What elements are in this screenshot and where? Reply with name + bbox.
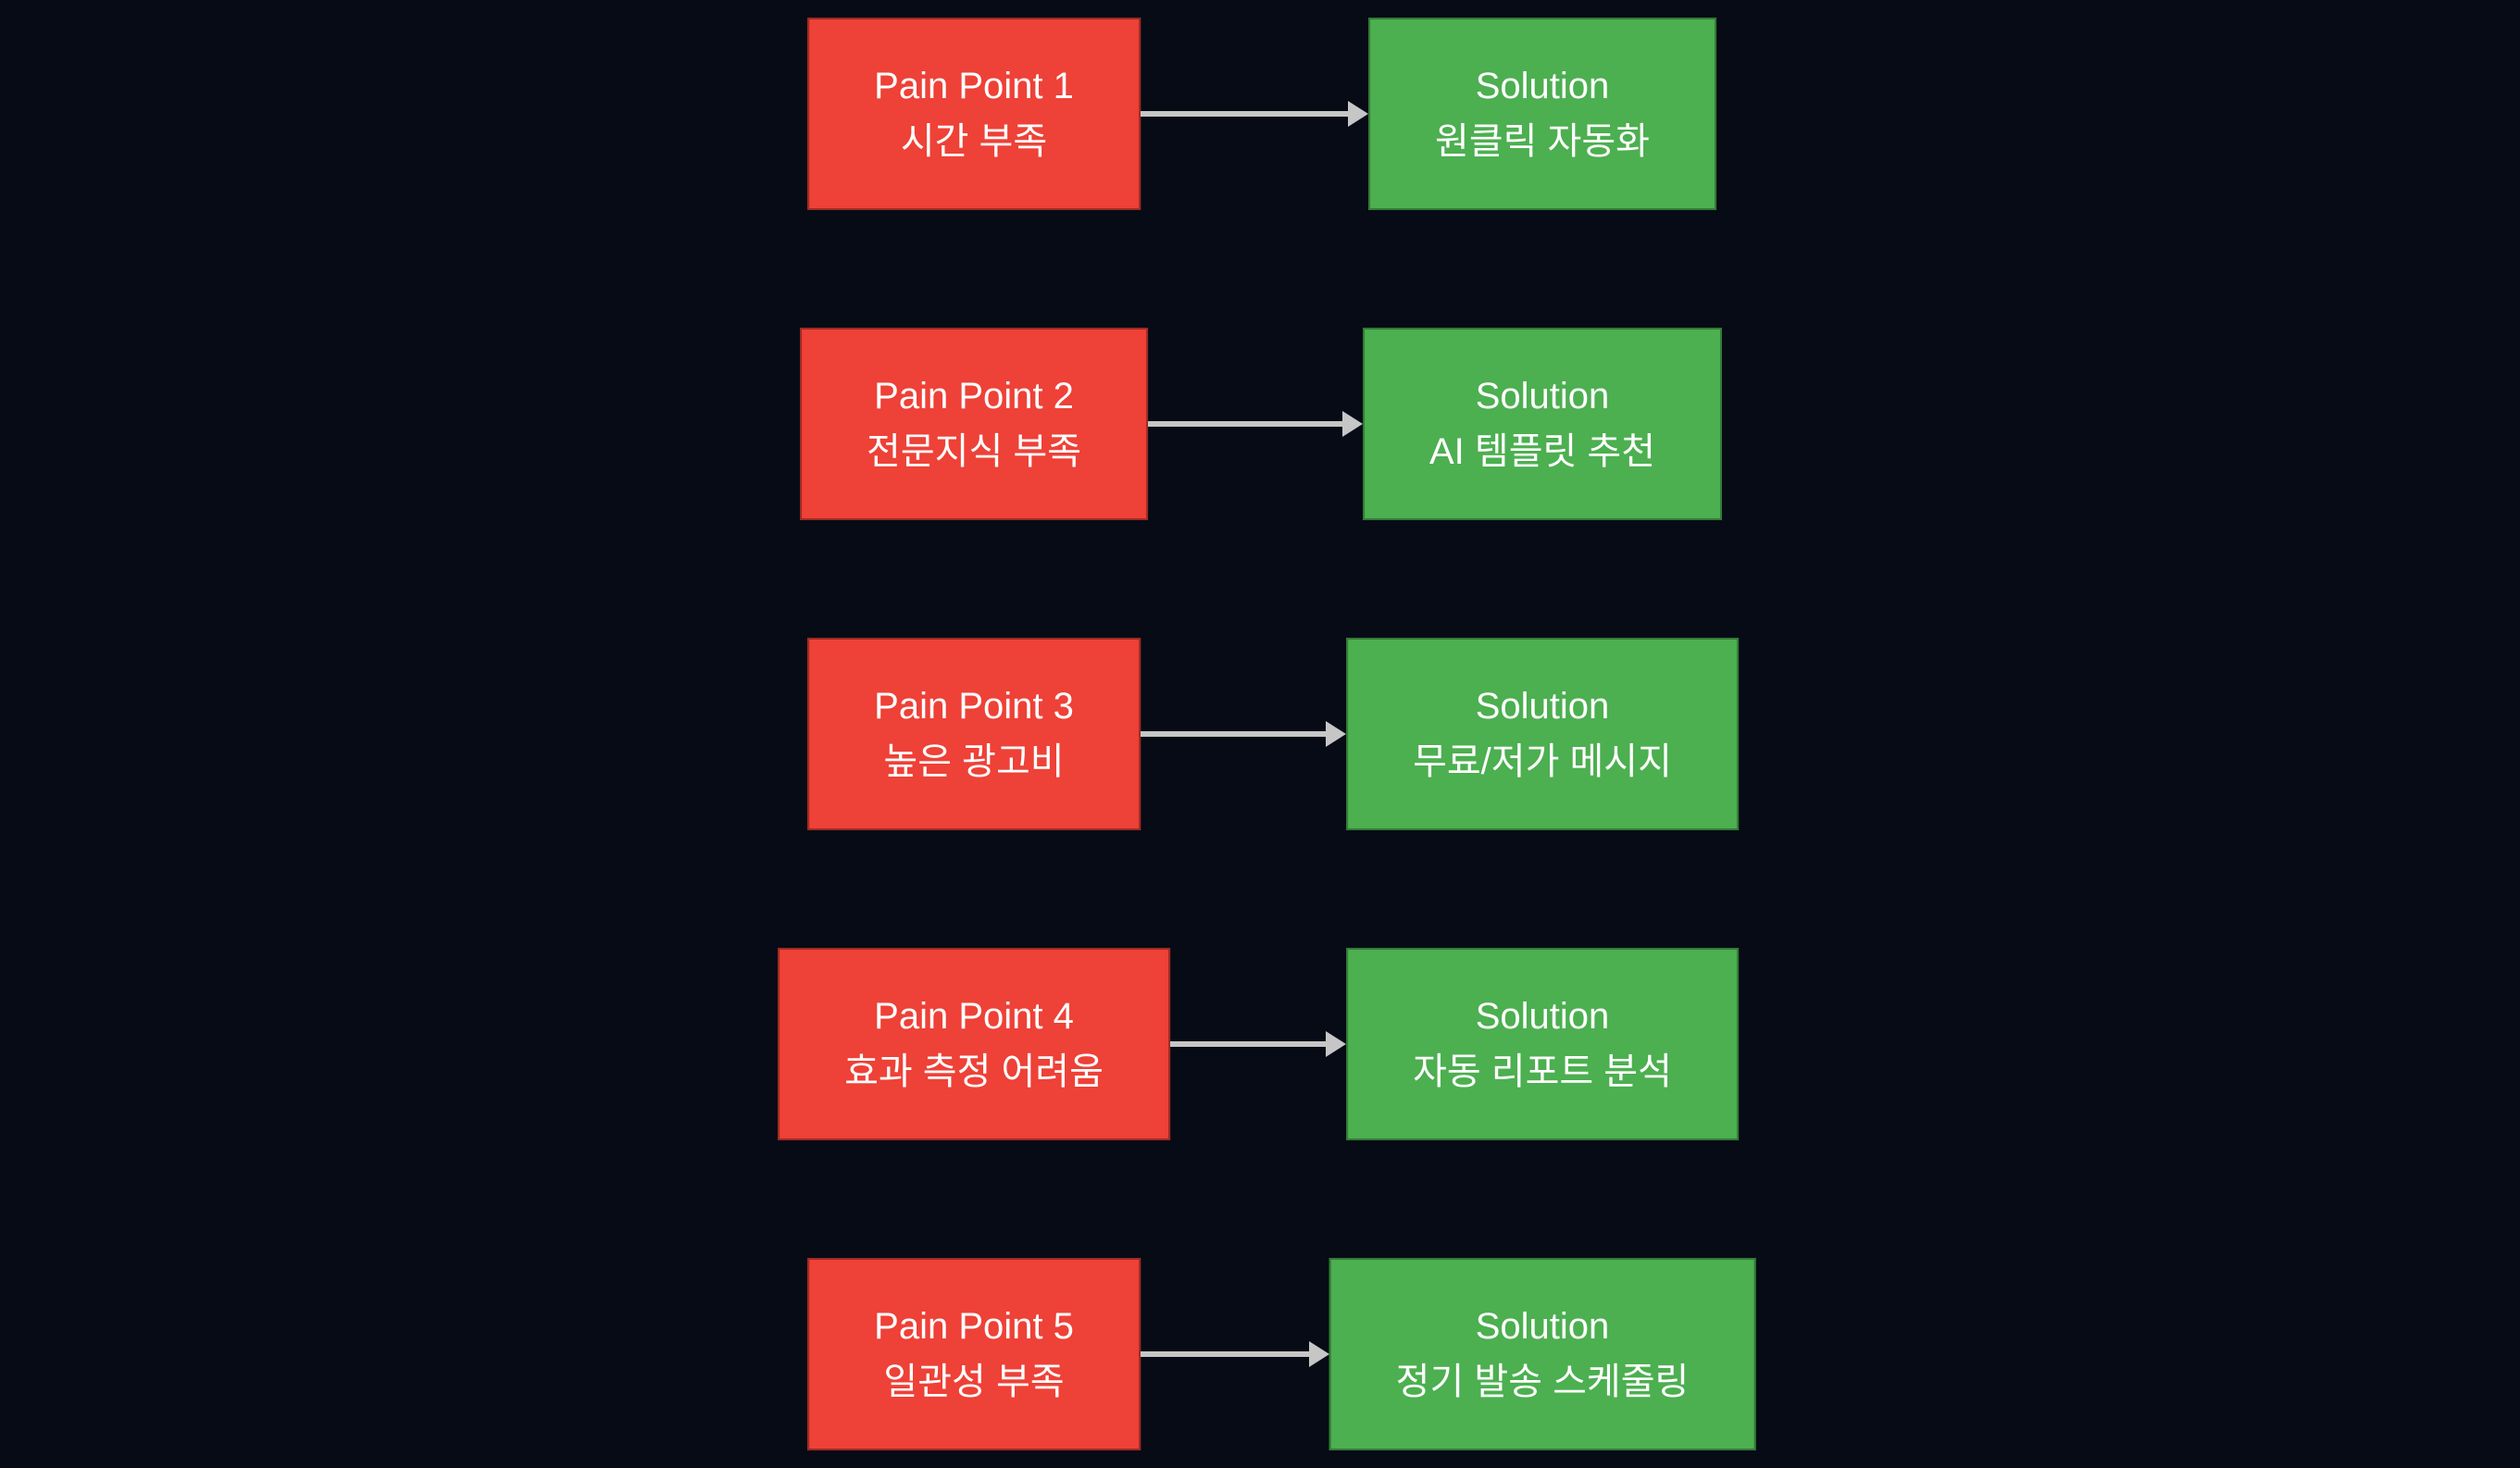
pain-point-box: Pain Point 1 시간 부족 xyxy=(807,18,1141,210)
solution-box: Solution 무료/저가 메시지 xyxy=(1346,638,1739,830)
pain-point-subtitle: 효과 측정 어려움 xyxy=(844,1051,1104,1092)
arrow-line xyxy=(1169,1041,1327,1047)
pain-point-title: Pain Point 2 xyxy=(874,376,1074,417)
arrow xyxy=(1147,411,1363,437)
solution-title: Solution xyxy=(1475,376,1610,417)
diagram-row: Pain Point 1 시간 부족 Solution 원클릭 자동화 xyxy=(0,18,2520,210)
pain-point-subtitle: 일관성 부족 xyxy=(883,1362,1065,1402)
solution-subtitle: 무료/저가 메시지 xyxy=(1413,741,1672,782)
solution-box: Solution 원클릭 자동화 xyxy=(1368,18,1716,210)
arrow-head-icon xyxy=(1308,1341,1329,1367)
pain-point-subtitle: 높은 광고비 xyxy=(883,741,1065,782)
solution-title: Solution xyxy=(1475,66,1610,106)
solution-box: Solution 자동 리포트 분석 xyxy=(1346,948,1739,1140)
solution-subtitle: 정기 발송 스케줄링 xyxy=(1395,1362,1690,1402)
arrow-line xyxy=(1140,731,1327,737)
solution-box: Solution AI 템플릿 추천 xyxy=(1362,328,1723,520)
solution-title: Solution xyxy=(1475,686,1610,727)
pain-point-box: Pain Point 2 전문지식 부족 xyxy=(800,328,1148,520)
pain-point-subtitle: 전문지식 부족 xyxy=(867,431,1081,472)
diagram-row: Pain Point 2 전문지식 부족 Solution AI 템플릿 추천 xyxy=(0,328,2520,520)
solution-title: Solution xyxy=(1475,1306,1610,1347)
arrow-head-icon xyxy=(1341,411,1363,437)
solution-title: Solution xyxy=(1475,996,1610,1037)
diagram-row: Pain Point 4 효과 측정 어려움 Solution 자동 리포트 분… xyxy=(0,948,2520,1140)
arrow-head-icon xyxy=(1348,101,1369,127)
solution-subtitle: AI 템플릿 추천 xyxy=(1428,431,1656,472)
solution-box: Solution 정기 발송 스케줄링 xyxy=(1329,1258,1756,1450)
arrow xyxy=(1140,721,1347,747)
arrow-line xyxy=(1140,1351,1309,1357)
pain-point-title: Pain Point 1 xyxy=(874,66,1074,106)
arrow xyxy=(1169,1031,1347,1057)
pain-point-box: Pain Point 4 효과 측정 어려움 xyxy=(778,948,1170,1140)
solution-subtitle: 원클릭 자동화 xyxy=(1435,121,1650,162)
pain-point-box: Pain Point 3 높은 광고비 xyxy=(807,638,1141,830)
arrow-head-icon xyxy=(1326,721,1347,747)
arrow-line xyxy=(1147,421,1342,427)
arrow-head-icon xyxy=(1326,1031,1347,1057)
diagram-row: Pain Point 5 일관성 부족 Solution 정기 발송 스케줄링 xyxy=(0,1258,2520,1450)
arrow xyxy=(1140,1341,1329,1367)
diagram-row: Pain Point 3 높은 광고비 Solution 무료/저가 메시지 xyxy=(0,638,2520,830)
pain-point-box: Pain Point 5 일관성 부족 xyxy=(807,1258,1141,1450)
pain-point-title: Pain Point 4 xyxy=(874,996,1074,1037)
arrow xyxy=(1140,101,1369,127)
arrow-line xyxy=(1140,111,1349,117)
pain-point-subtitle: 시간 부족 xyxy=(900,121,1048,162)
pain-point-title: Pain Point 5 xyxy=(874,1306,1074,1347)
pain-point-title: Pain Point 3 xyxy=(874,686,1074,727)
solution-subtitle: 자동 리포트 분석 xyxy=(1413,1051,1672,1092)
